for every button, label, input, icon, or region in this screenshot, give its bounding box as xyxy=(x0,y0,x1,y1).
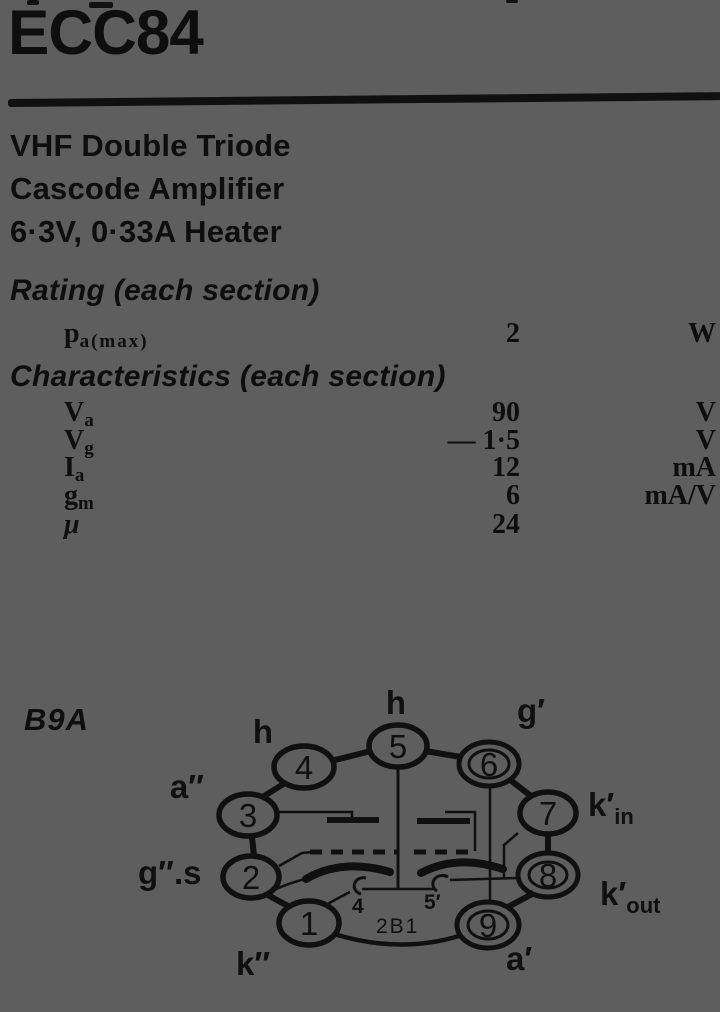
pin-6-number: 6 xyxy=(480,746,498,783)
cathode-stroke-right xyxy=(417,858,507,877)
char-symbol: Vg xyxy=(64,425,96,459)
page-title: ECC84 xyxy=(8,0,204,69)
char-symbol: gm xyxy=(64,480,96,514)
subtitle-line: 6·3V, 0·33A Heater xyxy=(10,214,282,249)
scan-artifact xyxy=(506,0,518,3)
anode-lead-right xyxy=(445,810,477,851)
tube-outline-bottom-arc xyxy=(333,931,460,947)
pin-2-label: g″.s xyxy=(138,854,202,891)
rating-heading: Rating (each section) xyxy=(10,274,320,307)
pin-4-number: 4 xyxy=(295,749,313,786)
characteristics-row: Ia 12 mA xyxy=(0,452,720,486)
pin-1-number: 1 xyxy=(300,905,318,942)
grid-lead xyxy=(278,850,313,868)
characteristics-row: gm 6 mA/V xyxy=(0,480,720,514)
pin-4: 4 xyxy=(271,743,337,791)
pin-7-number: 7 xyxy=(539,795,557,832)
pin-7: 7 xyxy=(517,789,579,837)
anode-lead-left xyxy=(278,810,354,817)
cathode-stroke-left xyxy=(302,862,394,883)
char-symbol: Ia xyxy=(64,452,87,486)
pin-5-number: 5 xyxy=(389,728,407,765)
char-value: 6 xyxy=(506,480,520,511)
char-value: 90 xyxy=(492,397,520,428)
pin-5: 5 xyxy=(366,722,430,770)
pin-7-label: k′in xyxy=(588,786,634,829)
scan-artifact xyxy=(89,2,113,8)
pin-1-label: k″ xyxy=(236,945,270,982)
pin-5-label: h xyxy=(386,684,406,721)
subtitle-line: VHF Double Triode xyxy=(10,128,291,163)
subtitle-line: Cascode Amplifier xyxy=(10,171,285,206)
base-type-label: B9A xyxy=(24,702,90,737)
pin-2-number: 2 xyxy=(242,859,260,896)
pin-9: 9 xyxy=(454,899,522,951)
rating-unit: W xyxy=(688,318,716,349)
char-unit: mA xyxy=(672,452,716,483)
rating-value: 2 xyxy=(506,318,520,349)
anode-plate-right xyxy=(417,818,470,824)
anode-plate-left xyxy=(327,817,379,823)
heater-label-left: 4 xyxy=(352,895,364,918)
rating-row: pa(max) 2 W xyxy=(0,318,720,352)
pin-8-label: k′out xyxy=(600,875,661,918)
pin-1: 1 xyxy=(276,898,342,948)
pin-3-number: 3 xyxy=(239,797,257,834)
char-value: 12 xyxy=(492,452,520,483)
pin-2: 2 xyxy=(220,853,282,901)
pin-8-number: 8 xyxy=(539,857,557,894)
pin-4-label: h xyxy=(253,713,273,750)
char-value: — 1·5 xyxy=(447,425,520,456)
drawing-number: 2B1 xyxy=(376,915,419,938)
heater-curl-left xyxy=(352,876,367,896)
characteristics-row: μ 24 xyxy=(0,509,720,543)
pin-8: 8 xyxy=(515,850,581,900)
char-unit: mA/V xyxy=(644,480,716,511)
cathode-lead-pin8 xyxy=(449,876,519,882)
pin-3-label: a″ xyxy=(170,768,204,805)
pin-6-label: g′ xyxy=(517,692,545,729)
heater-label-right: 5′ xyxy=(424,891,441,914)
device-description: VHF Double Triode Cascode Amplifier 6·3V… xyxy=(10,124,291,253)
characteristics-row: Va 90 V xyxy=(0,397,720,431)
pin-3: 3 xyxy=(216,791,280,839)
heater-curl-right xyxy=(431,873,449,893)
char-unit: V xyxy=(695,397,716,428)
characteristics-heading: Characteristics (each section) xyxy=(10,360,446,393)
char-symbol: μ xyxy=(64,509,80,540)
pin-9-number: 9 xyxy=(479,907,497,944)
pin-9-label: a′ xyxy=(506,940,532,977)
scan-artifact xyxy=(27,0,39,5)
char-unit: V xyxy=(695,425,716,456)
internal-wiring xyxy=(266,768,519,908)
rating-symbol: pa(max) xyxy=(64,318,149,352)
char-value: 24 xyxy=(492,509,520,540)
characteristics-row: Vg — 1·5 V xyxy=(0,425,720,459)
pin-6: 6 xyxy=(456,739,522,789)
char-symbol: Va xyxy=(64,397,96,431)
cathode-lead-pin7 xyxy=(502,832,519,879)
